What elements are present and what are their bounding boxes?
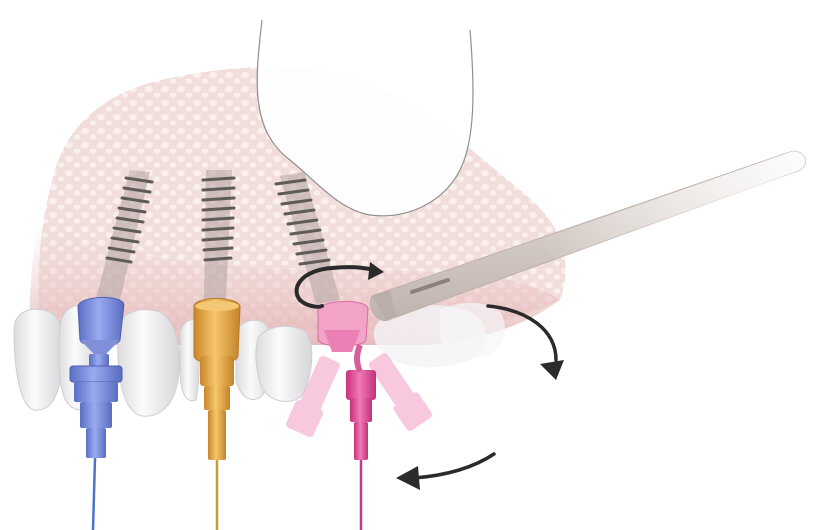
return-arrow-icon: [396, 454, 494, 490]
tooth: [118, 310, 180, 416]
gold-abutment: [194, 299, 240, 530]
tooth: [256, 326, 312, 401]
guide-pin-blue: [93, 458, 95, 530]
tooth: [14, 309, 64, 410]
tooth-faded: [440, 303, 505, 357]
